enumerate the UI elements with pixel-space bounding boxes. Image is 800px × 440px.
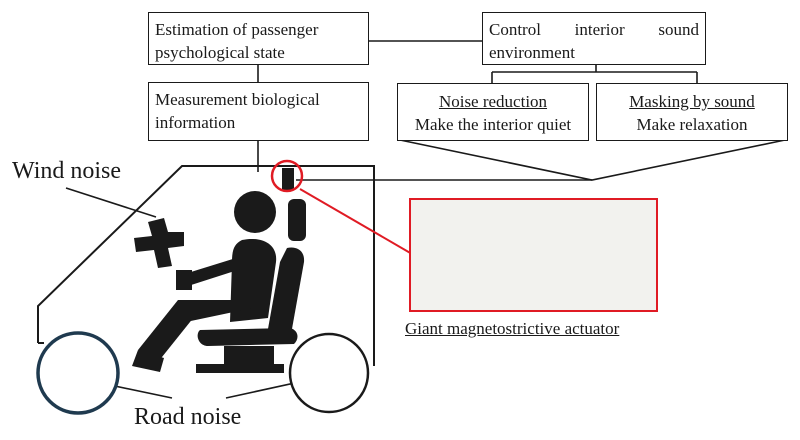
sensor-highlight-ring: [270, 159, 304, 193]
steering-wheel-icon: [134, 218, 184, 268]
masking-subtitle: Make relaxation: [636, 115, 748, 134]
control-line-1: Control interior sound: [489, 20, 699, 39]
measurement-line-2: information: [155, 113, 236, 132]
wind-noise-pointer: [65, 187, 157, 218]
noise-reduction-subtitle: Make the interior quiet: [414, 115, 572, 134]
noise-reduction-title: Noise reduction: [438, 92, 548, 111]
front-wheel: [36, 331, 120, 415]
connector-converge: [399, 139, 786, 181]
sensor-block: [282, 168, 294, 190]
actuator-callout-line: [299, 188, 413, 255]
rear-wheel: [288, 332, 370, 414]
seated-person-icon: [132, 191, 306, 373]
control-line-2: environment: [489, 43, 575, 62]
measurement-box: Measurement biological information: [148, 82, 369, 141]
masking-box: Masking by sound Make relaxation: [596, 83, 788, 141]
road-noise-label: Road noise: [134, 404, 242, 430]
control-box: Control interior sound environment: [482, 12, 706, 65]
actuator-caption: Giant magnetostrictive actuator: [405, 319, 620, 338]
actuator-photo-frame: [409, 198, 658, 312]
masking-title: Masking by sound: [629, 92, 755, 111]
estimation-box: Estimation of passenger psychological st…: [148, 12, 369, 65]
noise-reduction-box: Noise reduction Make the interior quiet: [397, 83, 589, 141]
estimation-line-1: Estimation of passenger: [155, 20, 319, 39]
estimation-line-2: psychological state: [155, 43, 285, 62]
wind-noise-label: Wind noise: [12, 158, 122, 184]
measurement-line-1: Measurement biological: [155, 90, 320, 109]
